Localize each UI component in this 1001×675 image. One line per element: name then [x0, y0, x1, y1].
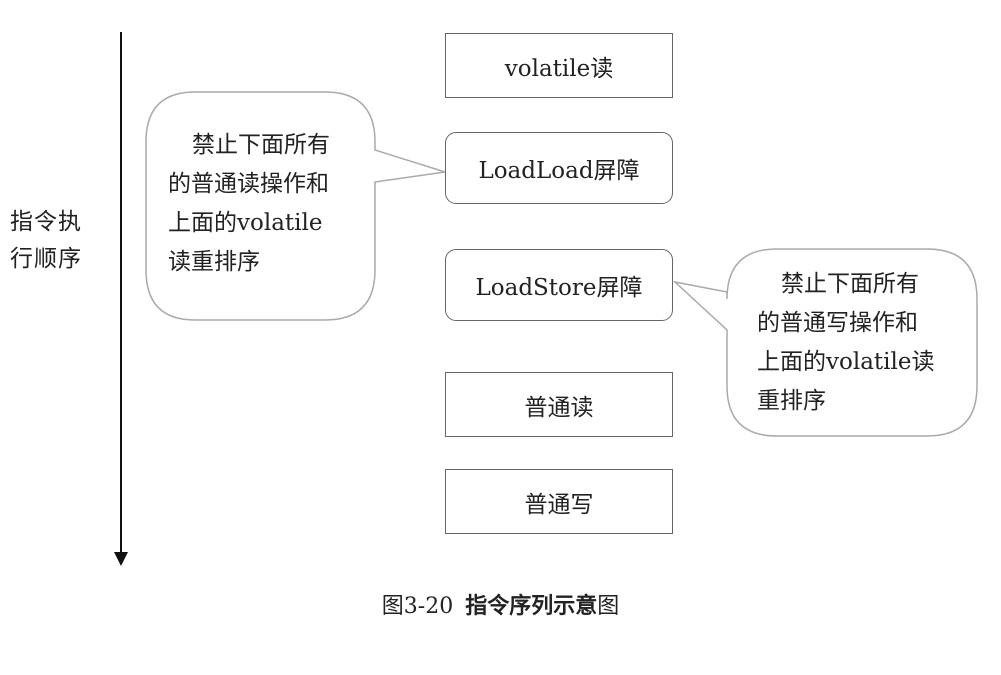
instruction-box-label: volatile读 [504, 55, 614, 82]
callout-left-line-2: 的普通读操作和 [168, 171, 329, 197]
instruction-box-volatile-read: volatile读 [445, 33, 673, 98]
callout-right-line-2: 的普通写操作和 [757, 310, 918, 336]
figure-caption-number: 图3-20 [381, 594, 454, 619]
instruction-box-normal-read: 普通读 [445, 372, 673, 437]
axis-label: 指令执 行顺序 [10, 204, 102, 278]
callout-left-line-4: 读重排序 [168, 249, 260, 275]
instruction-box-label: LoadLoad屏障 [478, 158, 640, 184]
axis-label-line-1: 指令执 [10, 209, 82, 235]
instruction-box-label: LoadStore屏障 [475, 275, 643, 301]
instruction-box-label: 普通读 [524, 394, 594, 421]
figure-caption: 图3-20 指令序列示意图 [0, 588, 1001, 620]
callout-right-line-3: 上面的volatile读 [757, 349, 935, 375]
instruction-box-loadstore-barrier: LoadStore屏障 [445, 249, 673, 321]
callout-right-line-1: 禁止下面所有 [781, 271, 919, 297]
callout-left-text: 禁止下面所有 的普通读操作和 上面的volatile 读重排序 [168, 126, 368, 282]
instruction-box-loadload-barrier: LoadLoad屏障 [445, 132, 673, 204]
execution-order-arrow-line [120, 32, 122, 554]
figure-caption-suffix: 图 [597, 594, 620, 619]
axis-label-line-2: 行顺序 [10, 246, 82, 272]
instruction-box-normal-write: 普通写 [445, 469, 673, 534]
callout-right-line-4: 重排序 [757, 388, 826, 414]
callout-left-line-3: 上面的volatile [168, 210, 323, 236]
execution-order-arrow-head [114, 552, 128, 566]
callout-right-text: 禁止下面所有 的普通写操作和 上面的volatile读 重排序 [757, 265, 962, 421]
instruction-box-label: 普通写 [524, 491, 594, 518]
callout-left-line-1: 禁止下面所有 [192, 132, 330, 158]
figure-caption-title: 指令序列示意 [465, 594, 598, 619]
